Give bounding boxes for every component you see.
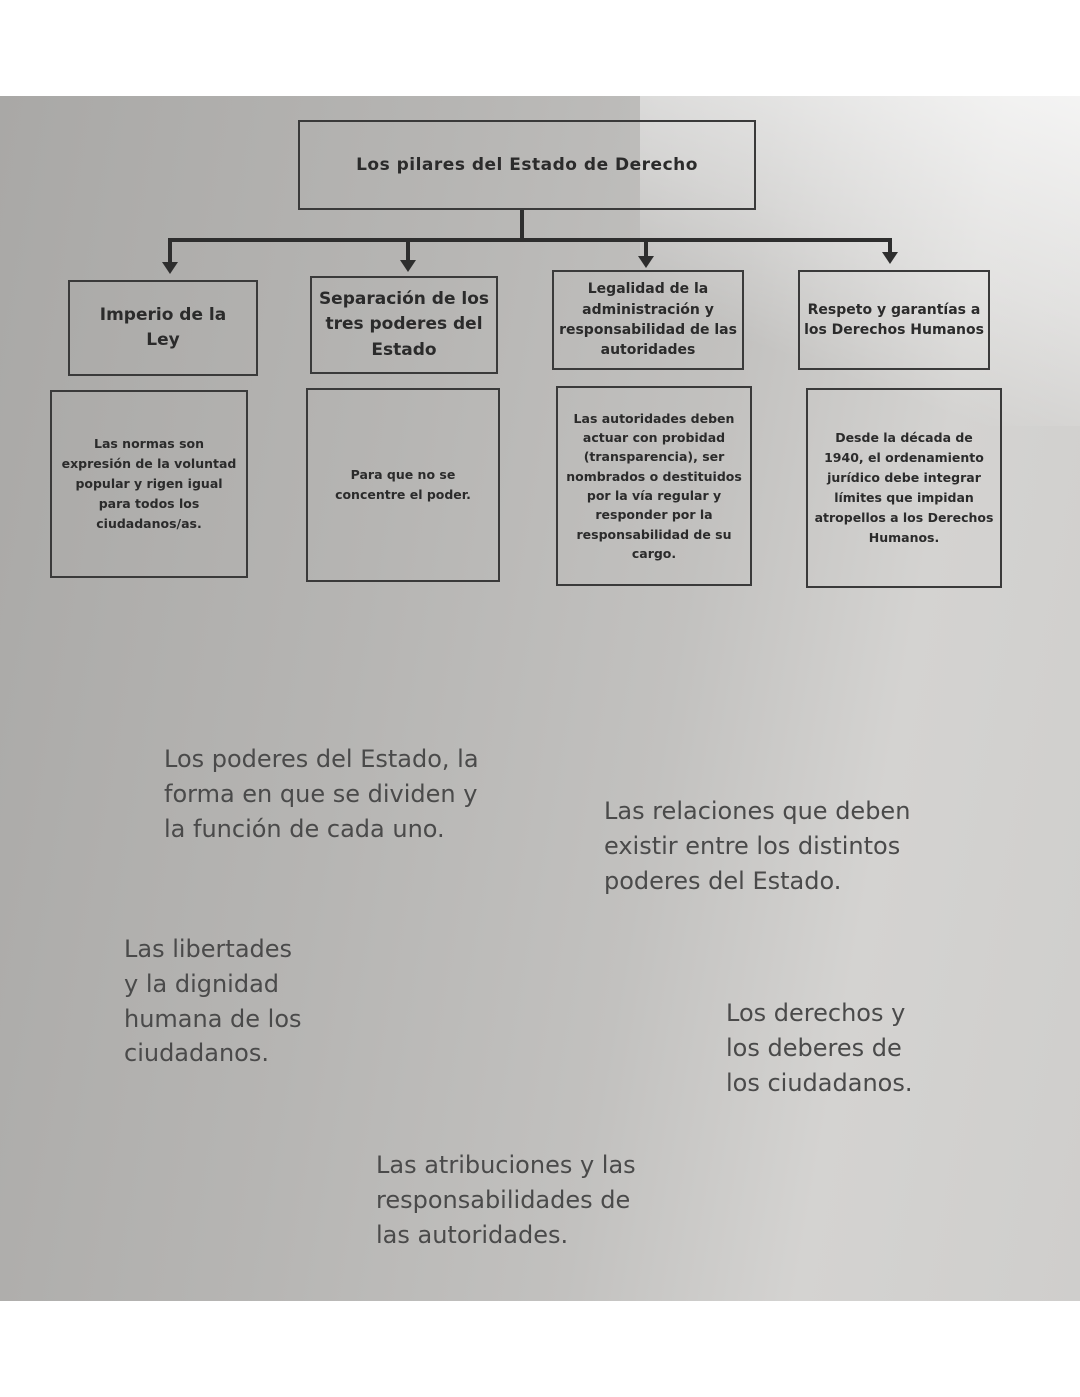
pillar-heading-box-2: Separación de los tres poderes del Estad…	[310, 276, 498, 374]
pillar-heading-box-4: Respeto y garantías a los Derechos Human…	[798, 270, 990, 370]
note-relaciones: Las relaciones que deben existir entre l…	[604, 797, 911, 895]
connector-drop-4	[888, 238, 892, 254]
connector-drop-1	[168, 238, 172, 264]
pillar-description: Las autoridades deben actuar con probida…	[566, 410, 742, 562]
note-libertades: Las libertades y la dignidad humana de l…	[124, 935, 302, 1068]
arrow-down-icon	[882, 252, 898, 264]
connector-horizontal	[168, 238, 892, 242]
pillar-description: Desde la década de 1940, el ordenamiento…	[814, 430, 994, 545]
pillar-heading: Separación de los tres poderes del Estad…	[318, 288, 490, 360]
pillar-description-box-1: Las normas son expresión de la voluntad …	[50, 390, 248, 578]
arrow-down-icon	[162, 262, 178, 274]
pillar-description: Para que no se concentre el poder.	[335, 467, 471, 502]
note-derechos: Los derechos y los deberes de los ciudad…	[726, 999, 913, 1097]
connector-drop-3	[644, 238, 648, 258]
note-poderes: Los poderes del Estado, la forma en que …	[164, 745, 479, 843]
pillar-heading-box-3: Legalidad de la administración y respons…	[552, 270, 744, 370]
pillar-heading: Respeto y garantías a los Derechos Human…	[804, 301, 984, 338]
pillar-description-box-4: Desde la década de 1940, el ordenamiento…	[806, 388, 1002, 588]
connector-drop-2	[406, 238, 410, 262]
connector-trunk	[520, 210, 524, 240]
arrow-down-icon	[400, 260, 416, 272]
pillar-description: Las normas son expresión de la voluntad …	[61, 436, 237, 531]
pillar-heading: Legalidad de la administración y respons…	[559, 281, 737, 359]
pillar-description-box-3: Las autoridades deben actuar con probida…	[556, 386, 752, 586]
note-atribuciones: Las atribuciones y las responsabilidades…	[376, 1151, 636, 1249]
pillar-description-box-2: Para que no se concentre el poder.	[306, 388, 500, 582]
pillar-heading: Imperio de la Ley	[99, 304, 227, 351]
document-sheet: Los pilares del Estado de Derecho Imperi…	[0, 96, 1080, 1301]
pillar-heading-box-1: Imperio de la Ley	[68, 280, 258, 376]
diagram-title: Los pilares del Estado de Derecho	[356, 155, 698, 175]
arrow-down-icon	[638, 256, 654, 268]
diagram-title-box: Los pilares del Estado de Derecho	[298, 120, 756, 210]
